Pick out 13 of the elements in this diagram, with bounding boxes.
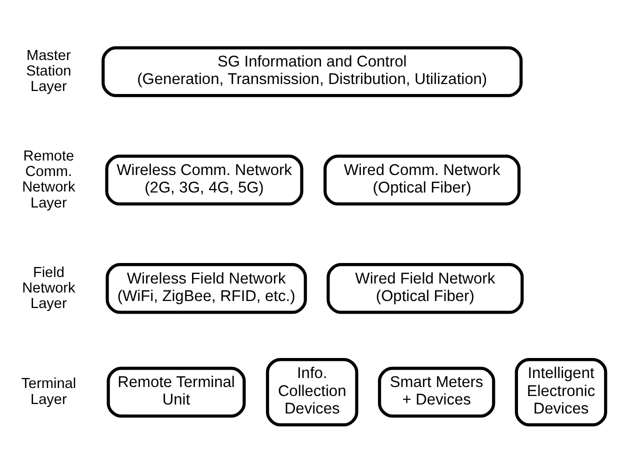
label: Terminal Layer (21, 376, 76, 408)
node-box: Wireless Comm. Network (2G, 3G, 4G, 5G) (105, 154, 304, 205)
node-box: Intelligent Electronic Devices (514, 357, 608, 426)
node-box: Wireless Field Network (WiFi, ZigBee, RFID, etc.) (106, 262, 307, 314)
node-box: Wired Field Network (Optical Fiber) (326, 262, 524, 314)
node-box: Remote Terminal Unit (106, 366, 246, 418)
label: Field Network Layer (22, 264, 76, 312)
label: Master Station Layer (26, 47, 72, 95)
node-box: SG Information and Control (Generation, Transmission, Distribution, Utilization) (102, 46, 523, 97)
node-box: Smart Meters + Devices (378, 366, 496, 418)
node-box: Wired Comm. Network (Optical Fiber) (324, 154, 521, 205)
node-box: Info. Collection Devices (266, 357, 358, 426)
label: Remote Comm. Network Layer (22, 148, 76, 211)
